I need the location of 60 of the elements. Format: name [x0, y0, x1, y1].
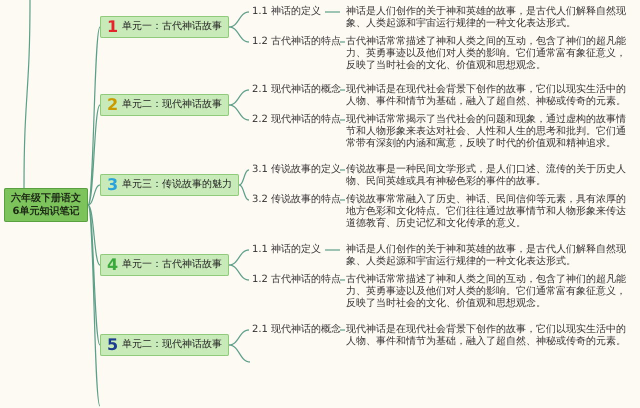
connector-line — [228, 249, 250, 266]
connector-line — [238, 184, 250, 201]
connector-line — [340, 199, 345, 201]
connector-line — [238, 169, 250, 186]
connector-line — [228, 329, 250, 346]
subtopic-label: 1.2 古代神话的特点 — [252, 36, 342, 48]
unit-number: 1 — [107, 18, 118, 36]
connector-line — [87, 26, 101, 206]
unit-number: 5 — [107, 336, 118, 354]
description-text: 神话是人们创作的关于神和英雄的故事，是古代人们解释自然现象、人类起源和宇宙运行规律的一种文化表达形式。 — [346, 6, 634, 30]
branch-title: 单元一：古代神话故事 — [122, 20, 222, 34]
connector-line — [340, 41, 345, 43]
connector-line — [325, 249, 340, 251]
branch-topic-box — [100, 16, 230, 38]
description-text: 现代神话是在现代社会背景下创作的故事，它们以现实生活中的人物、事件和情节为基础，融入了超自然、神秘或传奇的元素。 — [346, 84, 634, 108]
connector-line — [325, 11, 340, 13]
subtopic-label: 1.1 神话的定义 — [252, 6, 322, 18]
connector-line — [340, 279, 345, 281]
description-text: 传说故事是一种民间文学形式，是人们口述、流传的关于历史人物、民间英雄或具有神秘色彩的事件的故事。 — [346, 164, 634, 188]
subtopic-label: 2.2 现代神话的特点 — [252, 114, 342, 126]
branch-title: 单元二：现代神话故事 — [122, 338, 222, 352]
description-text: 现代神话是在现代社会背景下创作的故事，它们以现实生活中的人物、事件和情节为基础，融入了超自然、神秘或传奇的元素。 — [346, 324, 634, 348]
branch-topic-box — [100, 174, 240, 196]
branch-title: 单元二：现代神话故事 — [122, 98, 222, 112]
connector-line — [340, 89, 345, 91]
connector-line — [88, 184, 100, 206]
unit-number: 4 — [107, 256, 118, 274]
connector-line — [228, 344, 250, 363]
connector-line — [228, 264, 250, 281]
branch-topic-box — [100, 254, 230, 276]
root-topic-box: 六年级下册语文6单元知识笔记 — [4, 188, 88, 222]
branch-title: 单元一：古代神话故事 — [122, 258, 222, 272]
connector-line — [87, 204, 101, 346]
description-text: 古代神话常常描述了神和人类之间的互动，包含了神们的超凡能力、英勇事迹以及他们对人类的影响。它们通常富有象征意义，反映了当时社会的文化、价值观和思想观念。 — [346, 36, 634, 72]
subtopic-label: 1.2 古代神话的特点 — [252, 274, 342, 286]
connector-line — [228, 11, 250, 28]
description-text: 传说故事常常融入了历史、神话、民间信仰等元素，具有浓厚的地方色彩和文化特点。它们往往通过故事情节和人物形象来传达道德教育、历史记忆和文化传承的意义。 — [346, 194, 634, 230]
subtopic-label: 3.2 传说故事的特点 — [252, 194, 342, 206]
branch-title: 单元三：传说故事的魅力 — [122, 178, 232, 192]
unit-number: 3 — [107, 176, 118, 194]
subtopic-label: 1.1 神话的定义 — [252, 244, 322, 256]
connector-line — [228, 89, 250, 106]
branch-topic-box — [100, 94, 230, 116]
connector-line — [87, 204, 101, 406]
unit-number: 2 — [107, 96, 118, 114]
connector-line — [23, 0, 31, 188]
connector-line — [88, 104, 100, 206]
subtopic-label: 2.1 现代神话的概念 — [252, 324, 342, 336]
subtopic-label: 2.1 现代神话的概念 — [252, 84, 342, 96]
description-text: 神话是人们创作的关于神和英雄的故事，是古代人们解释自然现象、人类起源和宇宙运行规律的一种文化表达形式。 — [346, 244, 634, 268]
connector-line — [88, 204, 100, 266]
connector-line — [228, 104, 250, 121]
connector-line — [340, 119, 345, 121]
description-text: 现代神话常常揭示了当代社会的问题和现象，通过虚构的故事情节和人物形象来表达对社会、人性和人生的思考和批判。它们通常带有深刻的内涵和寓意，反映了时代的价值观和精神追求。 — [346, 114, 634, 150]
branch-topic-box — [100, 334, 230, 356]
subtopic-label: 3.1 传说故事的定义 — [252, 164, 342, 176]
connector-line — [340, 329, 345, 331]
connector-line — [340, 169, 345, 171]
description-text: 古代神话常常描述了神和人类之间的互动，包含了神们的超凡能力、英勇事迹以及他们对人类的影响。它们通常富有象征意义，反映了当时社会的文化、价值观和思想观念。 — [346, 274, 634, 310]
connector-line — [228, 26, 250, 43]
